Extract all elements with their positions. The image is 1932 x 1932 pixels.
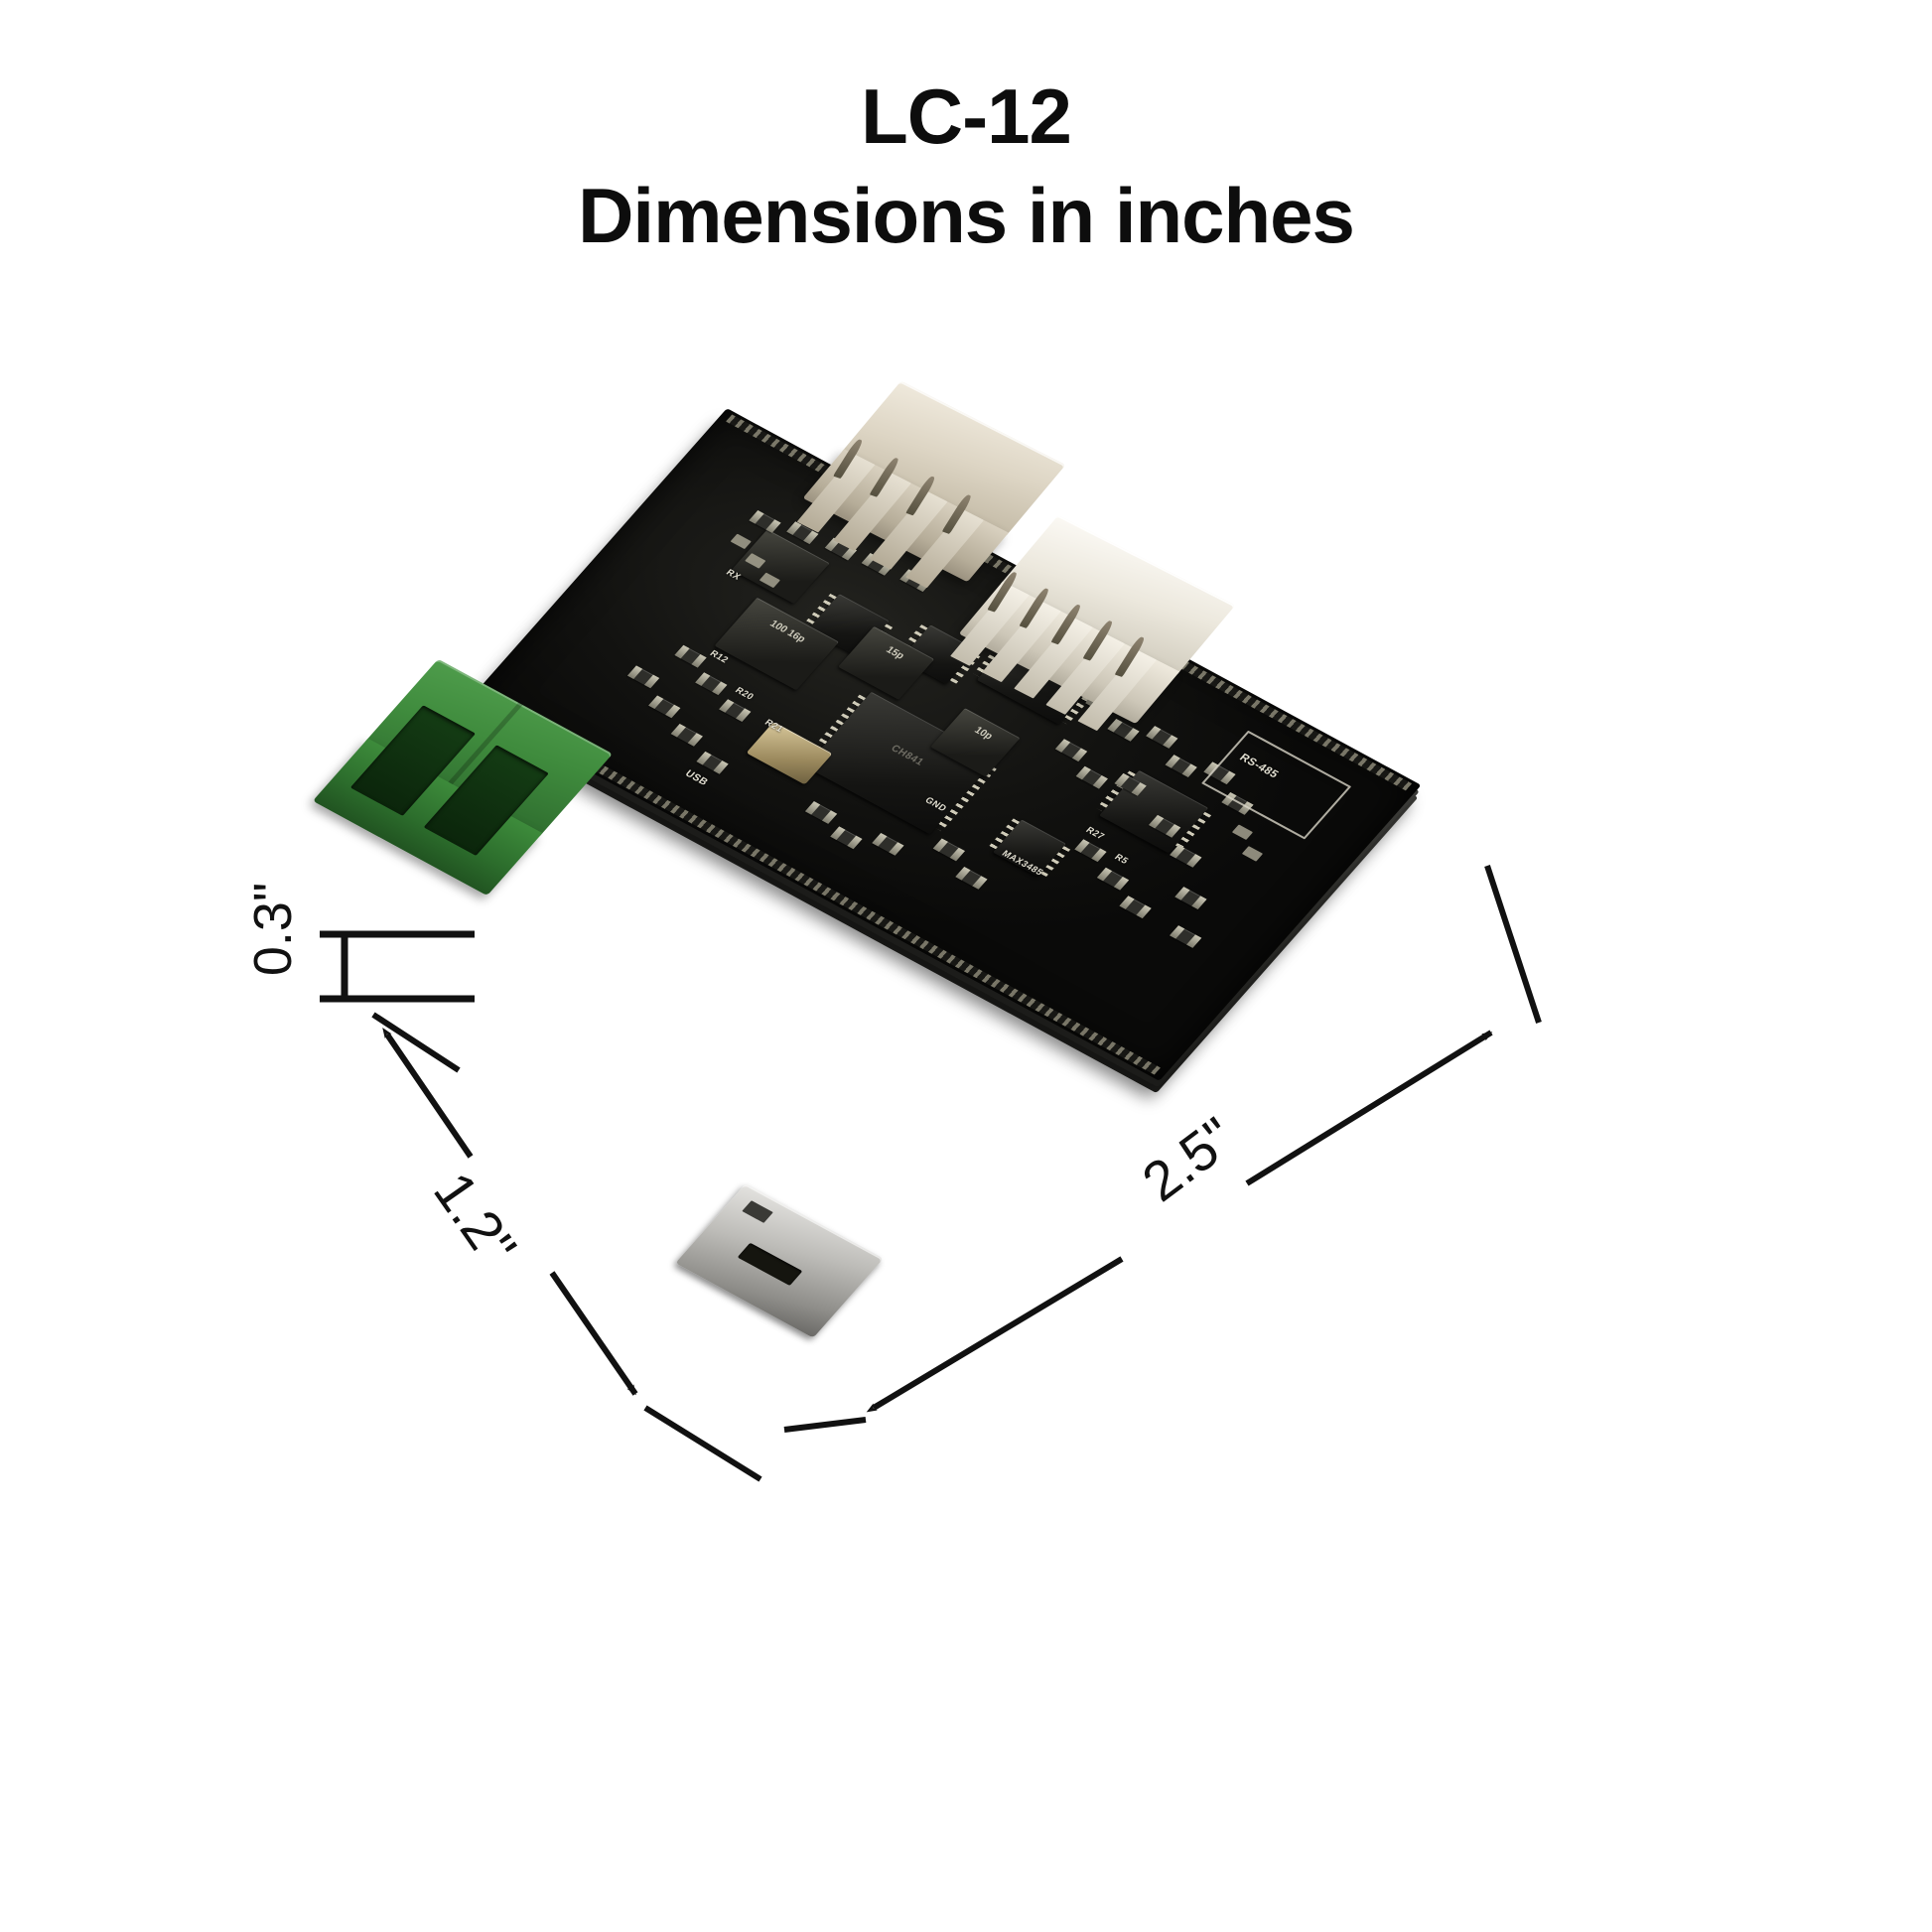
ic-legs-right [1039, 846, 1070, 878]
smd-resistor [1096, 867, 1130, 891]
title-block: LC-12 Dimensions in inches [0, 77, 1932, 254]
page-title: LC-12 [861, 72, 1072, 160]
solder-pad [1241, 846, 1264, 862]
ic-legs-left [803, 593, 837, 627]
solder-pad [1231, 824, 1254, 841]
smd-resistor [955, 866, 988, 890]
smd-resistor [1169, 925, 1202, 948]
smd-resistor [872, 832, 904, 856]
smd-resistor [1165, 755, 1197, 778]
solder-pad [730, 533, 752, 550]
smd-resistor [719, 699, 752, 723]
smd-resistor [749, 510, 781, 533]
capacitor-value: 10p [971, 725, 995, 743]
smd-resistor [1146, 726, 1178, 749]
silkscreen-ref: R27 [1083, 824, 1107, 842]
smd-capacitor [1054, 739, 1088, 762]
dimension-label-height: 0.3" [243, 882, 304, 977]
dimension-subtitle: Dimensions in inches [578, 172, 1355, 259]
smd-capacitor [1075, 765, 1108, 789]
smd-capacitor [1170, 844, 1202, 868]
smd-resistor [626, 665, 660, 689]
smd-resistor [1174, 887, 1207, 909]
smd-resistor [932, 838, 966, 862]
smd-resistor [670, 723, 703, 747]
silkscreen-ref: R20 [733, 685, 757, 702]
smd-resistor [830, 826, 863, 850]
smd-resistor [695, 672, 728, 696]
silkscreen-label-usb: USB [682, 768, 711, 788]
smd-resistor [1074, 839, 1107, 863]
smd-resistor [1119, 896, 1152, 919]
ic-legs-left [989, 818, 1020, 850]
smd-resistor [696, 751, 729, 774]
crystal-oscillator [746, 721, 833, 785]
smd-resistor [648, 695, 681, 719]
silkscreen-ref: R5 [1112, 852, 1131, 867]
smd-resistor [674, 644, 707, 668]
micro-usb-connector [675, 1183, 884, 1338]
smd-resistor [804, 801, 838, 824]
